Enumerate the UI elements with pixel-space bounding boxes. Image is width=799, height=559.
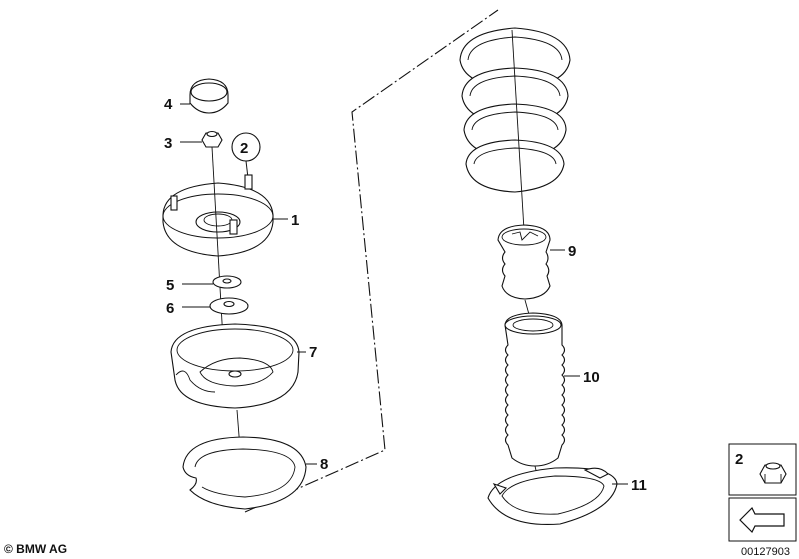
inset-label: 2: [735, 451, 743, 468]
part-7-spring-seat[interactable]: [170, 323, 300, 409]
callout-8: 8: [320, 456, 328, 473]
part-9-bump-stop[interactable]: [497, 224, 551, 300]
part-1-strut-mount[interactable]: [162, 174, 274, 257]
inset-nut-icon: [759, 462, 787, 484]
part-5-washer[interactable]: [212, 275, 242, 289]
callout-7: 7: [309, 344, 317, 361]
arrow-icon: [739, 506, 785, 534]
inset-arrow-box: [728, 497, 797, 542]
inset-part-2[interactable]: 2: [728, 443, 797, 496]
callout-9: 9: [568, 243, 576, 260]
callout-2: 2: [240, 140, 248, 157]
part-8-spring-pad[interactable]: [182, 436, 307, 510]
part-4-dust-cap[interactable]: [189, 78, 229, 114]
callout-1: 1: [291, 212, 299, 229]
callout-5: 5: [166, 277, 174, 294]
callout-10: 10: [583, 369, 600, 386]
part-coil-spring[interactable]: [459, 27, 571, 193]
diagram-number: 00127903: [741, 546, 790, 558]
callout-4: 4: [164, 96, 173, 113]
part-10-dust-boot[interactable]: [504, 312, 566, 467]
part-6-washer[interactable]: [209, 297, 249, 315]
part-3-nut[interactable]: [201, 130, 223, 148]
assembly-centerline: [244, 9, 499, 513]
callout-6: 6: [166, 300, 174, 317]
callout-3: 3: [164, 135, 172, 152]
callout-11: 11: [631, 477, 647, 494]
part-11-lower-spring-pad[interactable]: [487, 467, 618, 526]
copyright-text: © BMW AG: [4, 542, 67, 556]
